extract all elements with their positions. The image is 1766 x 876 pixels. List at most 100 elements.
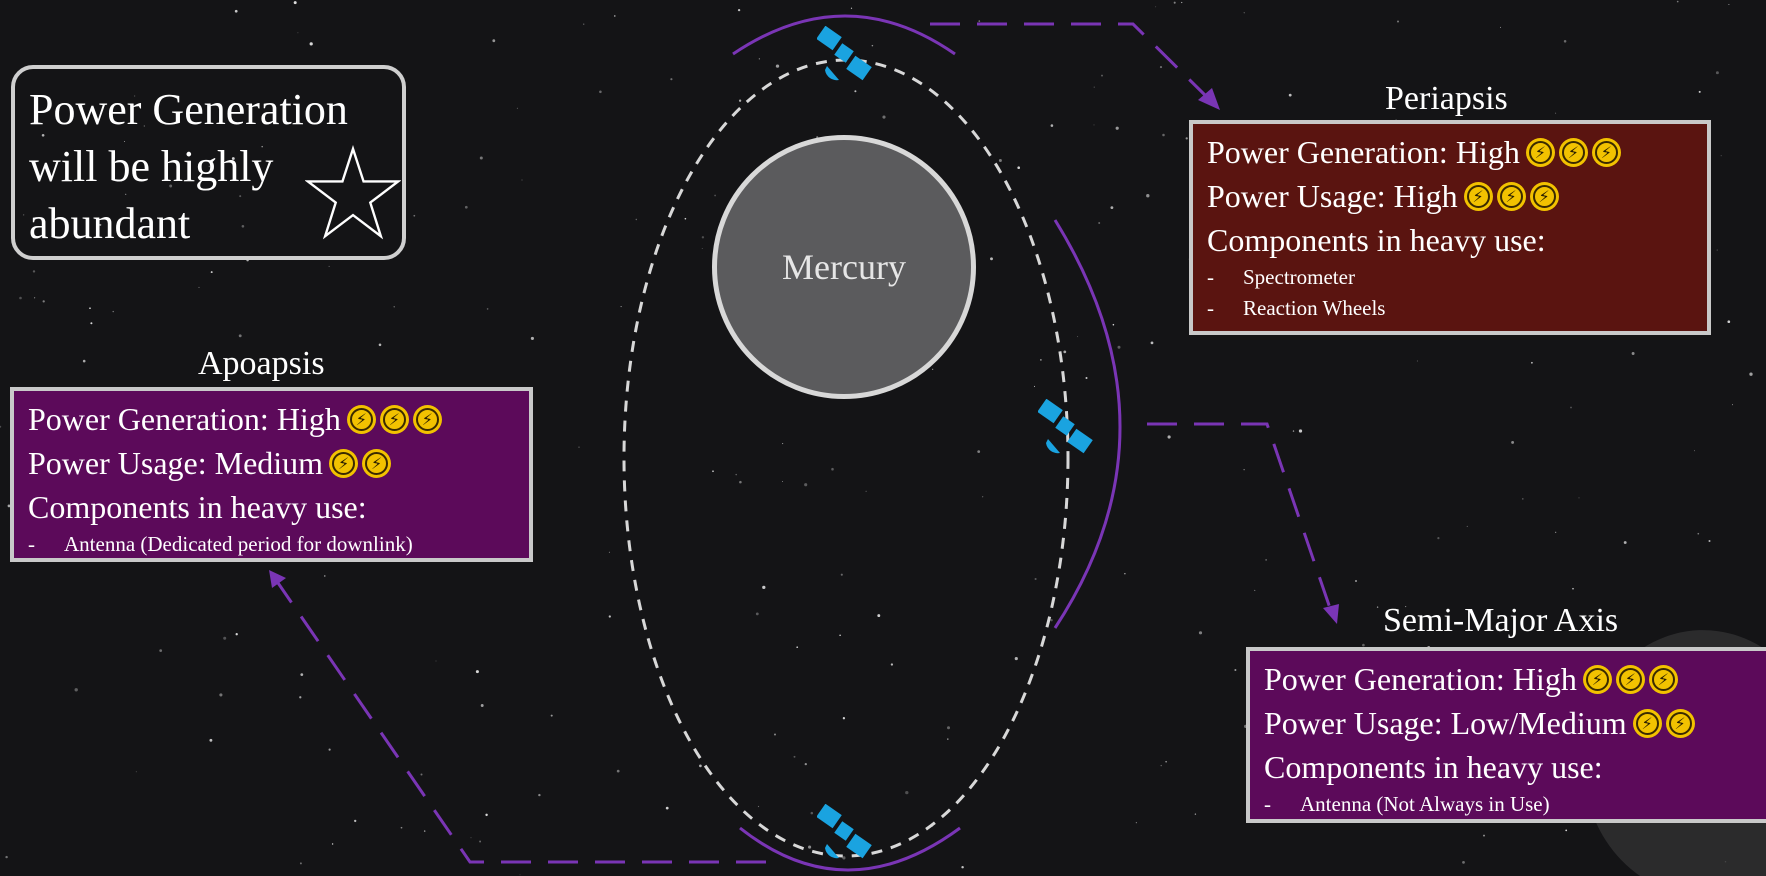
star-dot (608, 615, 611, 618)
power-bolt-icon (1591, 137, 1621, 167)
star-dot (479, 156, 483, 160)
star-dot (123, 140, 126, 143)
bullet: - (1264, 792, 1271, 816)
star-dot (521, 179, 523, 181)
star-dot (420, 773, 423, 776)
star-dot (1376, 606, 1379, 608)
star-dot (1437, 537, 1440, 540)
star-dot (485, 813, 488, 817)
star-dot (223, 636, 227, 640)
star-dot (1124, 573, 1126, 575)
star-dot (492, 39, 496, 43)
star-dot (978, 20, 981, 22)
star-dot (1511, 440, 1515, 444)
star-dot (1631, 352, 1635, 355)
star-dot (82, 359, 86, 363)
star-dot (1466, 525, 1468, 527)
star-dot (1112, 323, 1115, 326)
star-dot (198, 286, 200, 288)
star-dot (1173, 1, 1176, 4)
star-dot (135, 771, 137, 773)
star-dot (998, 159, 1002, 162)
star-dot (209, 738, 213, 742)
star-dot (41, 133, 45, 137)
star-dot (423, 830, 426, 832)
generation-text: Power Generation: High (1207, 134, 1520, 170)
usage-text: Power Usage: Low/Medium (1264, 705, 1627, 741)
star-dot (219, 693, 223, 697)
star-dot (238, 334, 242, 338)
component-item: - Spectrometer (1207, 262, 1697, 293)
periapsis-arc (732, 14, 956, 56)
star-dot (1115, 126, 1119, 130)
star-dot (261, 145, 263, 148)
star-dot (300, 673, 304, 676)
component-item: - Antenna (Dedicated period for downlink… (28, 529, 519, 560)
bullet: - (1207, 296, 1214, 320)
star-dot (782, 443, 784, 445)
star-dot (1181, 1, 1183, 4)
star-dot (1194, 813, 1197, 815)
component-item: - Antenna (Not Always in Use) (1264, 789, 1766, 820)
star-dot (1396, 20, 1400, 23)
star-dot (208, 165, 211, 168)
star-dot (1572, 587, 1574, 590)
note-line: abundant (29, 199, 191, 248)
star-dot (782, 480, 783, 482)
star-dot (1563, 40, 1567, 43)
star-dot (1162, 133, 1165, 137)
components-label: Components in heavy use: (1264, 749, 1603, 785)
star-dot (210, 271, 213, 274)
star-dot (583, 23, 585, 25)
note-line: will be highly (29, 142, 274, 191)
semi-major-axis-callout: Power Generation: High Power Usage: Low/… (1246, 647, 1766, 823)
bullet: - (1207, 265, 1214, 289)
star-dot (1362, 643, 1365, 647)
star-dot (877, 614, 881, 618)
star-dot (1749, 372, 1753, 376)
power-bolt-icon (1615, 664, 1645, 694)
star-dot (1167, 435, 1171, 439)
power-bolt-icon (1665, 708, 1695, 738)
star-dot (125, 193, 127, 195)
star-dot (235, 633, 238, 636)
bullet: - (28, 532, 35, 556)
star-dot (1716, 249, 1718, 251)
star-dot (241, 225, 245, 228)
star-dot (1265, 559, 1267, 561)
star-dot (1146, 194, 1150, 198)
star-dot (299, 696, 302, 699)
star-dot (293, 1, 297, 5)
star-dot (32, 270, 36, 273)
star-dot (757, 805, 760, 808)
component-text: Spectrometer (1243, 265, 1355, 289)
star-dot (684, 217, 687, 220)
star-dot (620, 306, 622, 308)
star-dot (297, 32, 299, 34)
star-dot (850, 7, 853, 9)
star-dot (1185, 137, 1188, 140)
star-dot (393, 306, 395, 308)
power-bolt-icon (379, 404, 409, 434)
star-dot (464, 205, 468, 209)
star-dot (1165, 761, 1167, 763)
component-text: Antenna (Dedicated period for downlink) (64, 532, 413, 556)
power-bolt-icon (1529, 181, 1559, 211)
star-dot (1077, 336, 1079, 338)
star-dot (840, 573, 843, 576)
star-dot (793, 755, 796, 758)
star-dot (712, 470, 714, 473)
star-dot (1555, 112, 1557, 114)
star-dot (1354, 579, 1358, 583)
power-bolt-icon (1648, 664, 1678, 694)
star-dot (74, 688, 78, 692)
apoapsis-connector (274, 579, 766, 864)
star-dot (714, 194, 717, 197)
star-dot (977, 450, 981, 453)
component-text: Reaction Wheels (1243, 296, 1386, 320)
star-dot (0, 425, 2, 428)
star-dot (413, 214, 416, 217)
star-dot (796, 646, 799, 649)
star-dot (1676, 0, 1679, 3)
